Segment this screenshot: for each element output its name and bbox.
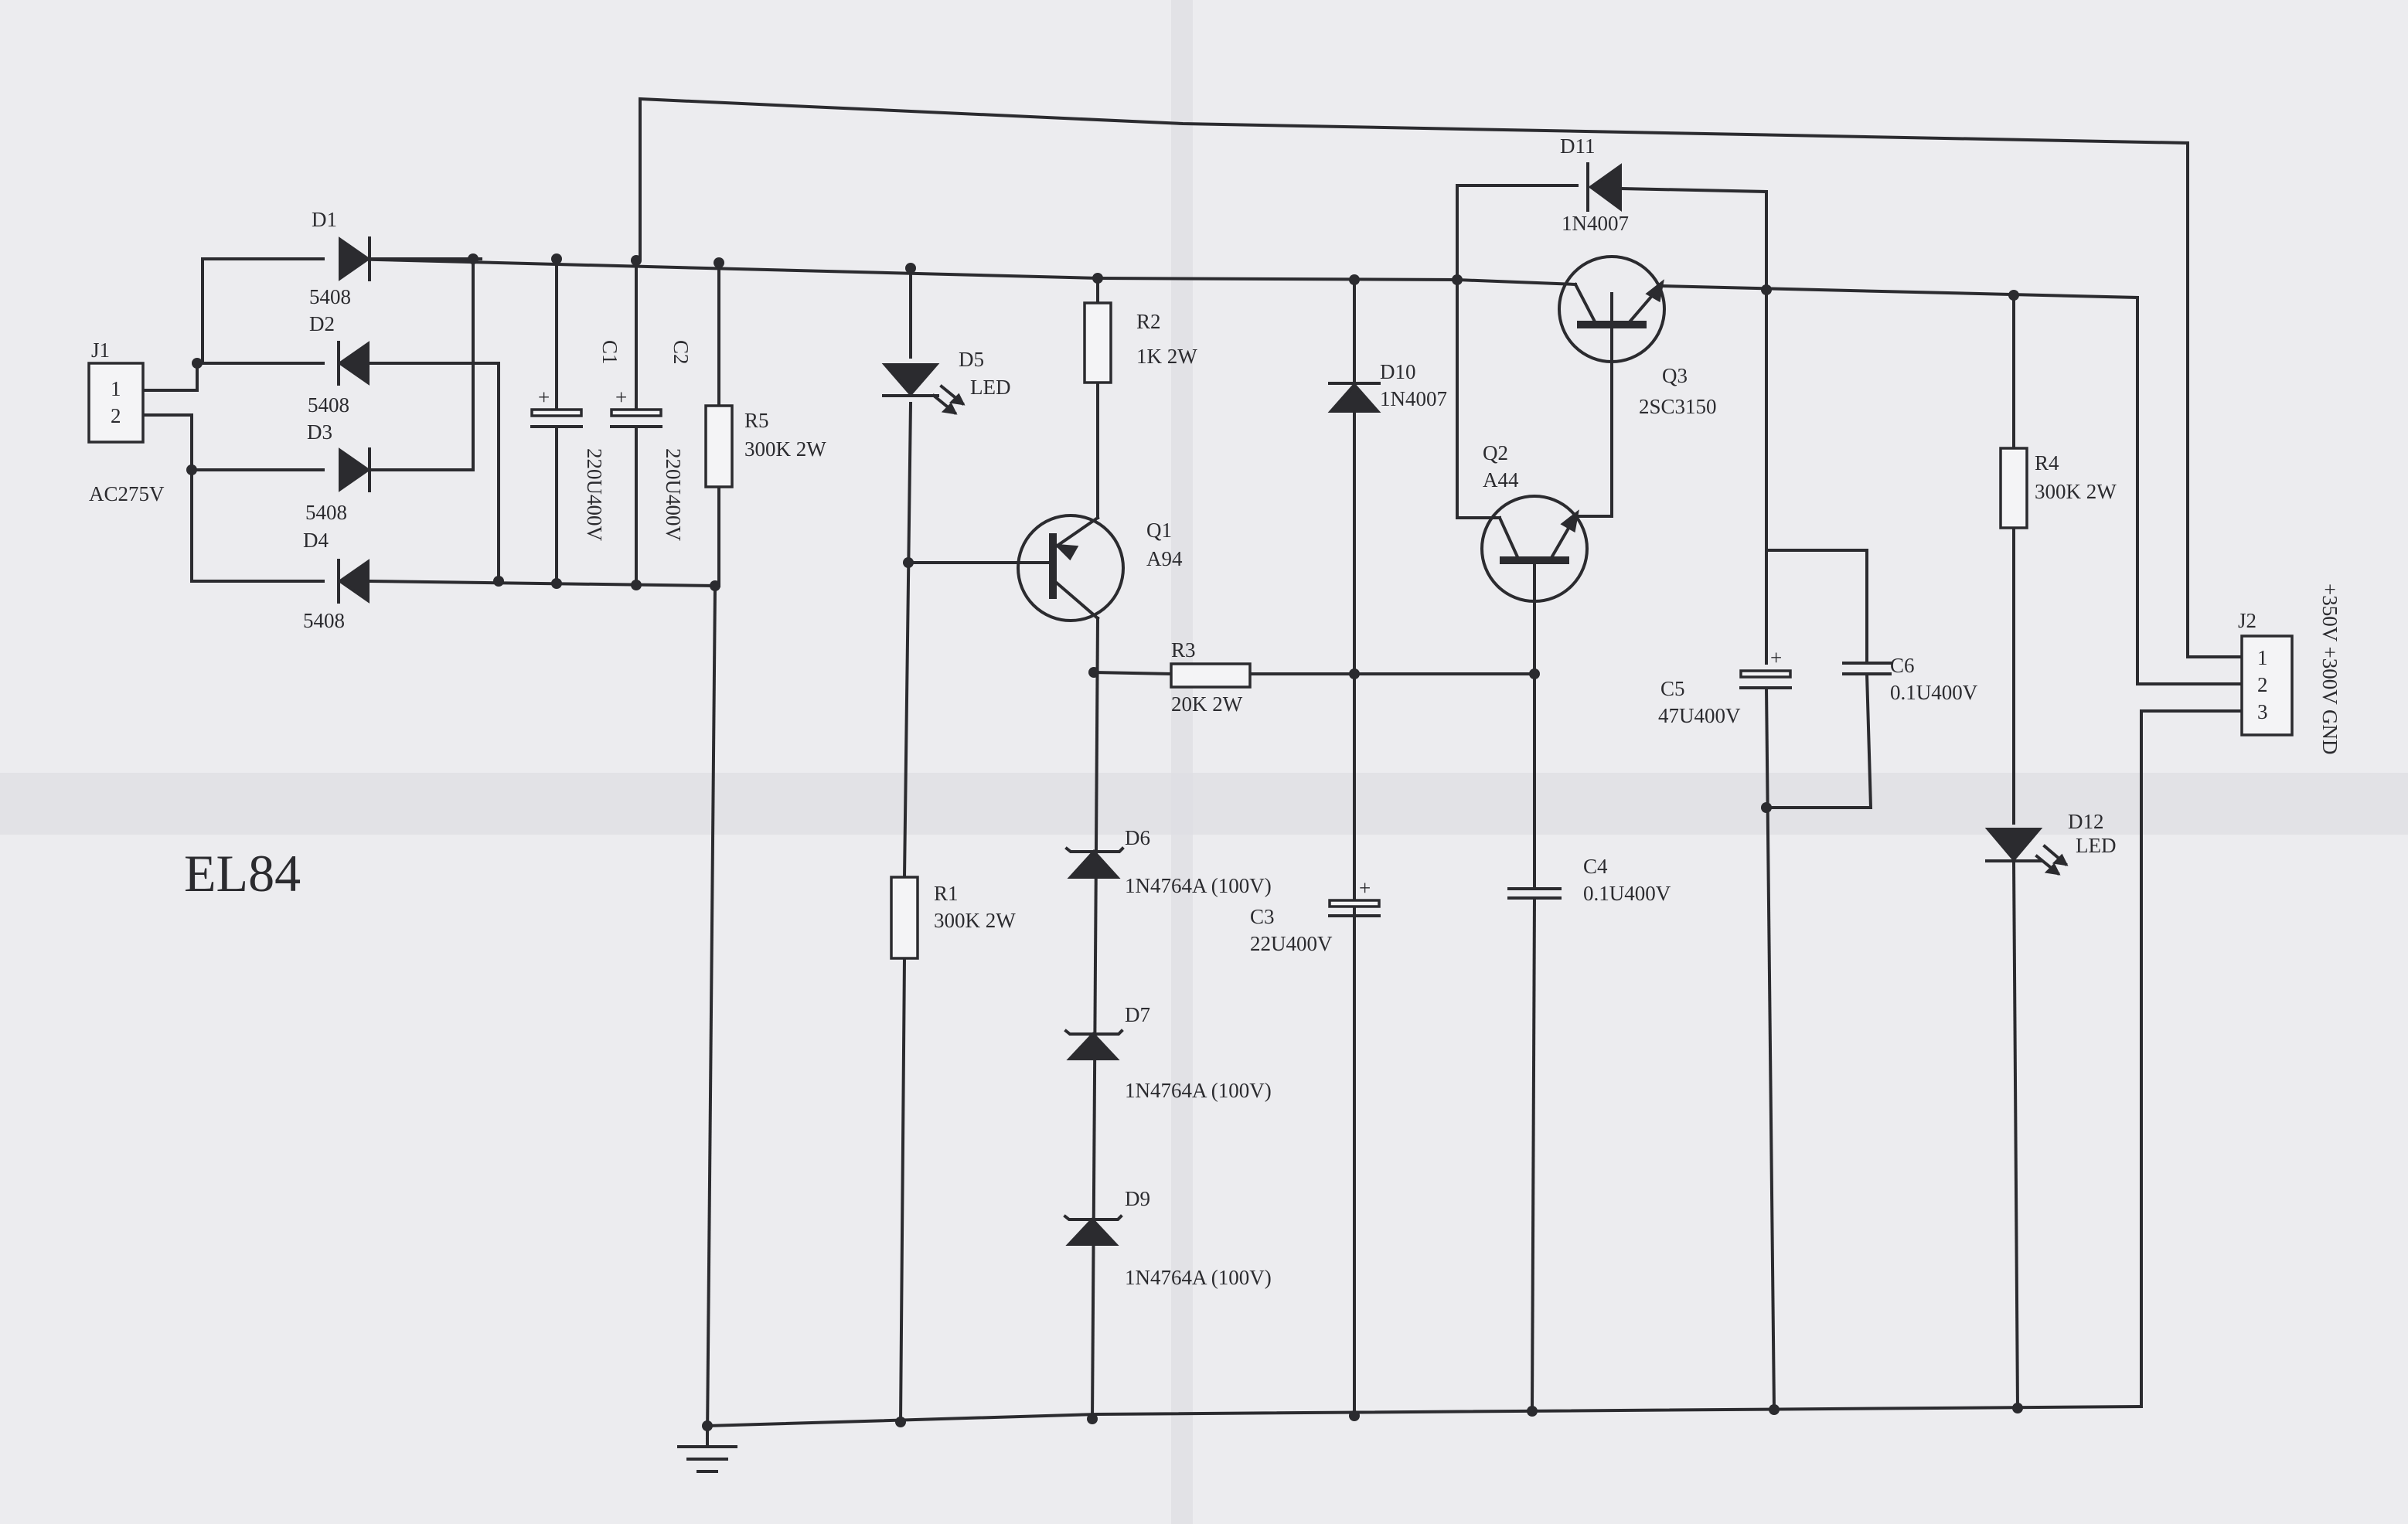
d3-value: 5408 (305, 501, 347, 524)
capacitor-c1: + C1 220U400V (530, 340, 622, 541)
d10-ref: D10 (1380, 360, 1416, 383)
diode-d4: D4 5408 (303, 529, 370, 632)
d7-value: 1N4764A (100V) (1125, 1079, 1272, 1102)
c4-ref: C4 (1583, 855, 1608, 878)
r1-value: 300K 2W (934, 909, 1016, 932)
diode-d10: D10 1N4007 (1327, 360, 1447, 413)
led-d12: D12 LED (1984, 810, 2116, 876)
d6-value: 1N4764A (100V) (1125, 874, 1272, 897)
d4-value: 5408 (303, 609, 345, 632)
connector-j2: J2 1 2 3 +350V +300V GND (2238, 583, 2342, 754)
d9-ref: D9 (1125, 1187, 1150, 1210)
r4-value: 300K 2W (2035, 480, 2117, 503)
q3-value: 2SC3150 (1639, 395, 1717, 418)
r3-ref: R3 (1171, 638, 1196, 662)
j2-pin2: 2 (2257, 673, 2268, 696)
j2-ref: J2 (2238, 609, 2256, 632)
c1-polarity: + (538, 386, 550, 409)
d12-value: LED (2076, 834, 2116, 857)
q3-ref: Q3 (1662, 364, 1688, 387)
r2-value: 1K 2W (1136, 345, 1197, 368)
c6-value: 0.1U400V (1890, 681, 1978, 704)
zener-d7: D7 1N4764A (100V) (1064, 1003, 1272, 1102)
resistor-r3: R3 20K 2W (1170, 638, 1252, 716)
j2-pin1: 1 (2257, 646, 2268, 669)
connector-j1: J1 1 2 AC275V (87, 338, 165, 505)
c1-ref: C1 (598, 340, 622, 365)
c5-polarity: + (1770, 646, 1782, 669)
c2-value: 220U400V (662, 448, 685, 541)
d1-ref: D1 (312, 208, 337, 231)
resistor-r4: R4 300K 2W (1999, 447, 2117, 529)
transistor-q2: Q2 A44 (1480, 441, 1589, 603)
j1-ref: J1 (91, 338, 110, 362)
c3-polarity: + (1359, 876, 1371, 900)
paper-fold-horizontal (0, 773, 2408, 835)
r3-value: 20K 2W (1171, 692, 1243, 716)
q1-ref: Q1 (1146, 519, 1172, 542)
c3-ref: C3 (1250, 905, 1275, 928)
d10-value: 1N4007 (1380, 387, 1447, 410)
transistor-q1: Q1 A94 (1013, 514, 1183, 622)
capacitor-c6: C6 0.1U400V (1842, 654, 1978, 704)
q2-ref: Q2 (1483, 441, 1508, 464)
r5-value: 300K 2W (744, 437, 826, 461)
j2-pin3: 3 (2257, 700, 2268, 723)
d12-ref: D12 (2068, 810, 2104, 833)
d11-value: 1N4007 (1562, 212, 1629, 235)
c5-value: 47U400V (1658, 704, 1741, 727)
r2-ref: R2 (1136, 310, 1161, 333)
diode-d11: D11 1N4007 (1560, 134, 1629, 235)
d7-ref: D7 (1125, 1003, 1150, 1026)
r5-ref: R5 (744, 409, 769, 432)
c5-ref: C5 (1660, 677, 1685, 700)
c2-polarity: + (615, 386, 627, 409)
capacitor-c3: + C3 22U400V (1250, 876, 1381, 955)
diagram-title: EL84 (184, 844, 301, 903)
led-d5: D5 LED (881, 348, 1010, 415)
c3-value: 22U400V (1250, 932, 1333, 955)
resistor-r5: R5 300K 2W (704, 404, 826, 488)
d2-value: 5408 (308, 393, 349, 417)
c4-value: 0.1U400V (1583, 882, 1671, 905)
c1-value: 220U400V (583, 448, 606, 541)
capacitor-c5: + C5 47U400V (1658, 646, 1792, 727)
j1-pin2: 2 (111, 404, 121, 427)
diode-d1: D1 5408 (309, 208, 371, 308)
junction-dots (186, 253, 2023, 1431)
d11-ref: D11 (1560, 134, 1596, 158)
d3-ref: D3 (307, 420, 332, 444)
d6-ref: D6 (1125, 826, 1150, 849)
resistor-r1: R1 300K 2W (890, 876, 1016, 960)
paper-fold-vertical (1171, 0, 1193, 1524)
d2-ref: D2 (309, 312, 335, 335)
r1-ref: R1 (934, 882, 959, 905)
q1-value: A94 (1146, 547, 1183, 570)
d5-value: LED (970, 376, 1010, 399)
diode-d3: D3 5408 (305, 420, 371, 524)
resistor-r2: R2 1K 2W (1083, 301, 1197, 384)
diode-d2: D2 5408 (308, 312, 370, 417)
d1-value: 5408 (309, 285, 351, 308)
q2-value: A44 (1483, 468, 1519, 492)
c6-ref: C6 (1890, 654, 1915, 677)
capacitor-c2: + C2 220U400V (610, 340, 693, 541)
d4-ref: D4 (303, 529, 329, 552)
j1-pin1: 1 (111, 377, 121, 400)
wires (139, 97, 2276, 1473)
zener-d9: D9 1N4764A (100V) (1063, 1187, 1272, 1289)
j1-label: AC275V (89, 482, 165, 505)
zener-d6: D6 1N4764A (100V) (1064, 826, 1272, 897)
d5-ref: D5 (959, 348, 984, 371)
c2-ref: C2 (669, 340, 693, 365)
r4-ref: R4 (2035, 451, 2059, 475)
j2-output-labels: +350V +300V GND (2318, 583, 2342, 754)
d9-value: 1N4764A (100V) (1125, 1266, 1272, 1289)
transistor-q3: Q3 2SC3150 (1455, 255, 1717, 418)
capacitor-c4: C4 0.1U400V (1507, 855, 1671, 905)
